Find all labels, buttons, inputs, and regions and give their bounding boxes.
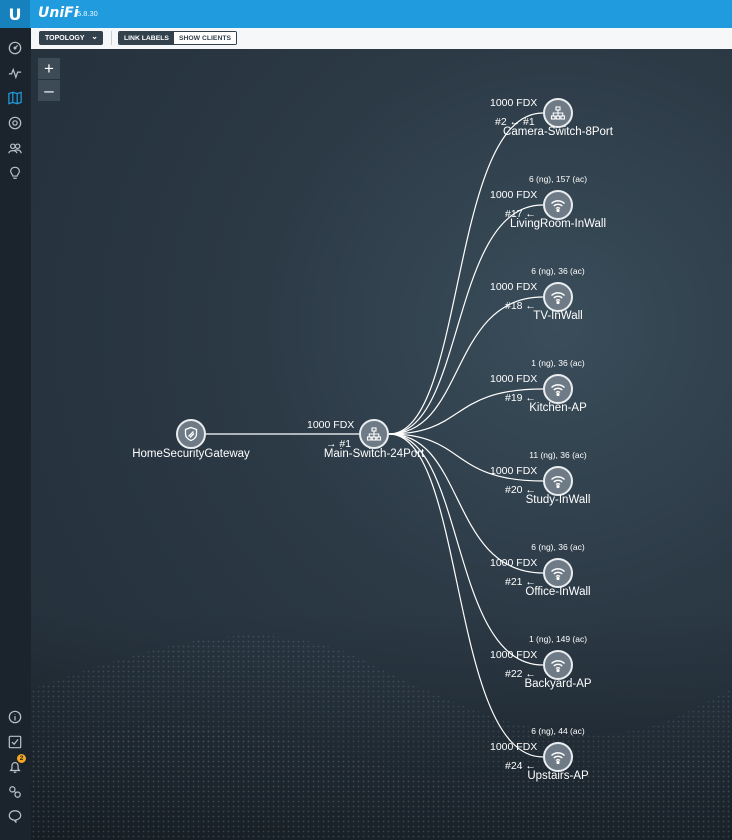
device-node-backyard[interactable]: [543, 650, 573, 680]
device-port: #20 ←: [505, 484, 536, 496]
device-name: TV-InWall: [533, 310, 583, 322]
device-client-count: 6 (ng), 44 (ac): [531, 726, 585, 736]
device-speed: 1000 FDX: [490, 465, 538, 477]
devices-icon[interactable]: [7, 115, 23, 131]
device-speed: 1000 FDX: [490, 189, 538, 201]
gateway-node[interactable]: [176, 419, 206, 449]
view-select[interactable]: TOPOLOGY ⌄: [39, 31, 103, 45]
wifi-icon: [551, 476, 565, 489]
toolbar-divider: [111, 31, 112, 45]
settings-icon[interactable]: [7, 784, 23, 800]
insights-icon[interactable]: [7, 165, 23, 181]
wifi-icon: [551, 200, 565, 213]
device-name: Upstairs-AP: [527, 770, 589, 782]
device-node-kitchen[interactable]: [543, 374, 573, 404]
device-speed: 1000 FDX: [490, 281, 538, 293]
checklist-icon[interactable]: [7, 734, 23, 750]
wifi-icon: [551, 384, 565, 397]
main-switch-port: → #1: [326, 438, 352, 450]
main-switch-name: Main-Switch-24Port: [323, 448, 425, 460]
device-port: #18 ←: [505, 300, 536, 312]
link-office: [388, 433, 544, 574]
link-livingroom: [388, 204, 544, 435]
device-name: Study-InWall: [525, 494, 591, 506]
device-name: LivingRoom-InWall: [509, 218, 607, 230]
main-switch-node[interactable]: [359, 419, 389, 449]
device-node-tv[interactable]: [543, 282, 573, 312]
chevron-down-icon: ⌄: [91, 32, 98, 41]
device-speed: 1000 FDX: [490, 373, 538, 385]
device-name: Office-InWall: [525, 586, 591, 598]
device-client-count: 1 (ng), 149 (ac): [528, 634, 588, 644]
wifi-icon: [551, 660, 565, 673]
device-speed: 1000 FDX: [490, 649, 538, 661]
view-select-value: TOPOLOGY: [45, 34, 85, 42]
alert-count-badge: 2: [17, 754, 26, 763]
chat-icon[interactable]: [7, 808, 23, 824]
device-port: #22 ←: [505, 668, 536, 680]
link-camera-switch: [388, 112, 544, 435]
device-client-count: 6 (ng), 36 (ac): [531, 542, 585, 552]
device-name: Camera-Switch-8Port: [503, 126, 613, 138]
device-node-camera-switch[interactable]: [543, 98, 573, 128]
switch-icon: [550, 106, 566, 120]
top-bar: U UniFi 5.8.30: [0, 0, 732, 28]
label-toggle-group: LINK LABELS SHOW CLIENTS: [118, 31, 238, 45]
device-node-livingroom[interactable]: [543, 190, 573, 220]
wifi-icon: [551, 752, 565, 765]
toolbar: TOPOLOGY ⌄ LINK LABELS SHOW CLIENTS: [31, 28, 732, 50]
device-port: #21 ←: [505, 576, 536, 588]
main-switch-speed: 1000 FDX: [307, 419, 355, 431]
shield-icon: [184, 426, 198, 442]
device-client-count: 6 (ng), 157 (ac): [528, 174, 588, 184]
wifi-icon: [551, 568, 565, 581]
device-port: #19 ←: [505, 392, 536, 404]
device-node-office[interactable]: [543, 558, 573, 588]
link-backyard: [388, 433, 544, 666]
wifi-icon: [551, 292, 565, 305]
brand-name: UniFi: [38, 5, 79, 21]
dashboard-icon[interactable]: [7, 40, 23, 56]
link-upstairs: [388, 433, 544, 758]
link-labels-toggle[interactable]: LINK LABELS: [119, 32, 174, 44]
device-name: Backyard-AP: [524, 678, 592, 690]
device-client-count: 1 (ng), 36 (ac): [531, 358, 585, 368]
version-label: 5.8.30: [77, 9, 98, 18]
link-study: [388, 433, 544, 482]
device-port: #2 ↔ #1: [495, 116, 535, 128]
link-tv: [388, 296, 544, 435]
topology-canvas[interactable]: + – HomeSecurityGateway 1000 FDX → #1 Ma…: [31, 49, 732, 840]
clients-icon[interactable]: [7, 140, 23, 156]
device-speed: 1000 FDX: [490, 97, 538, 109]
ubiquiti-logo[interactable]: U: [0, 0, 30, 28]
gateway-name: HomeSecurityGateway: [132, 448, 250, 460]
device-speed: 1000 FDX: [490, 557, 538, 569]
device-client-count: 6 (ng), 36 (ac): [531, 266, 585, 276]
info-icon[interactable]: [7, 709, 23, 725]
device-speed: 1000 FDX: [490, 741, 538, 753]
device-port: #17 ←: [505, 208, 536, 220]
zoom-in-button[interactable]: +: [38, 58, 60, 79]
topology-links: [191, 112, 544, 758]
sidebar: 2: [0, 28, 32, 840]
wave-background: [31, 609, 732, 840]
device-node-upstairs[interactable]: [543, 742, 573, 772]
map-icon[interactable]: [7, 90, 23, 106]
device-client-count: 11 (ng), 36 (ac): [529, 450, 587, 460]
switch-icon: [366, 427, 382, 441]
link-kitchen: [388, 388, 544, 435]
zoom-out-button[interactable]: –: [38, 80, 60, 101]
alerts-icon[interactable]: 2: [7, 754, 26, 775]
device-name: Kitchen-AP: [529, 402, 587, 414]
show-clients-toggle[interactable]: SHOW CLIENTS: [173, 32, 237, 44]
device-node-study[interactable]: [543, 466, 573, 496]
device-port: #24 ←: [505, 760, 536, 772]
statistics-icon[interactable]: [7, 65, 23, 81]
